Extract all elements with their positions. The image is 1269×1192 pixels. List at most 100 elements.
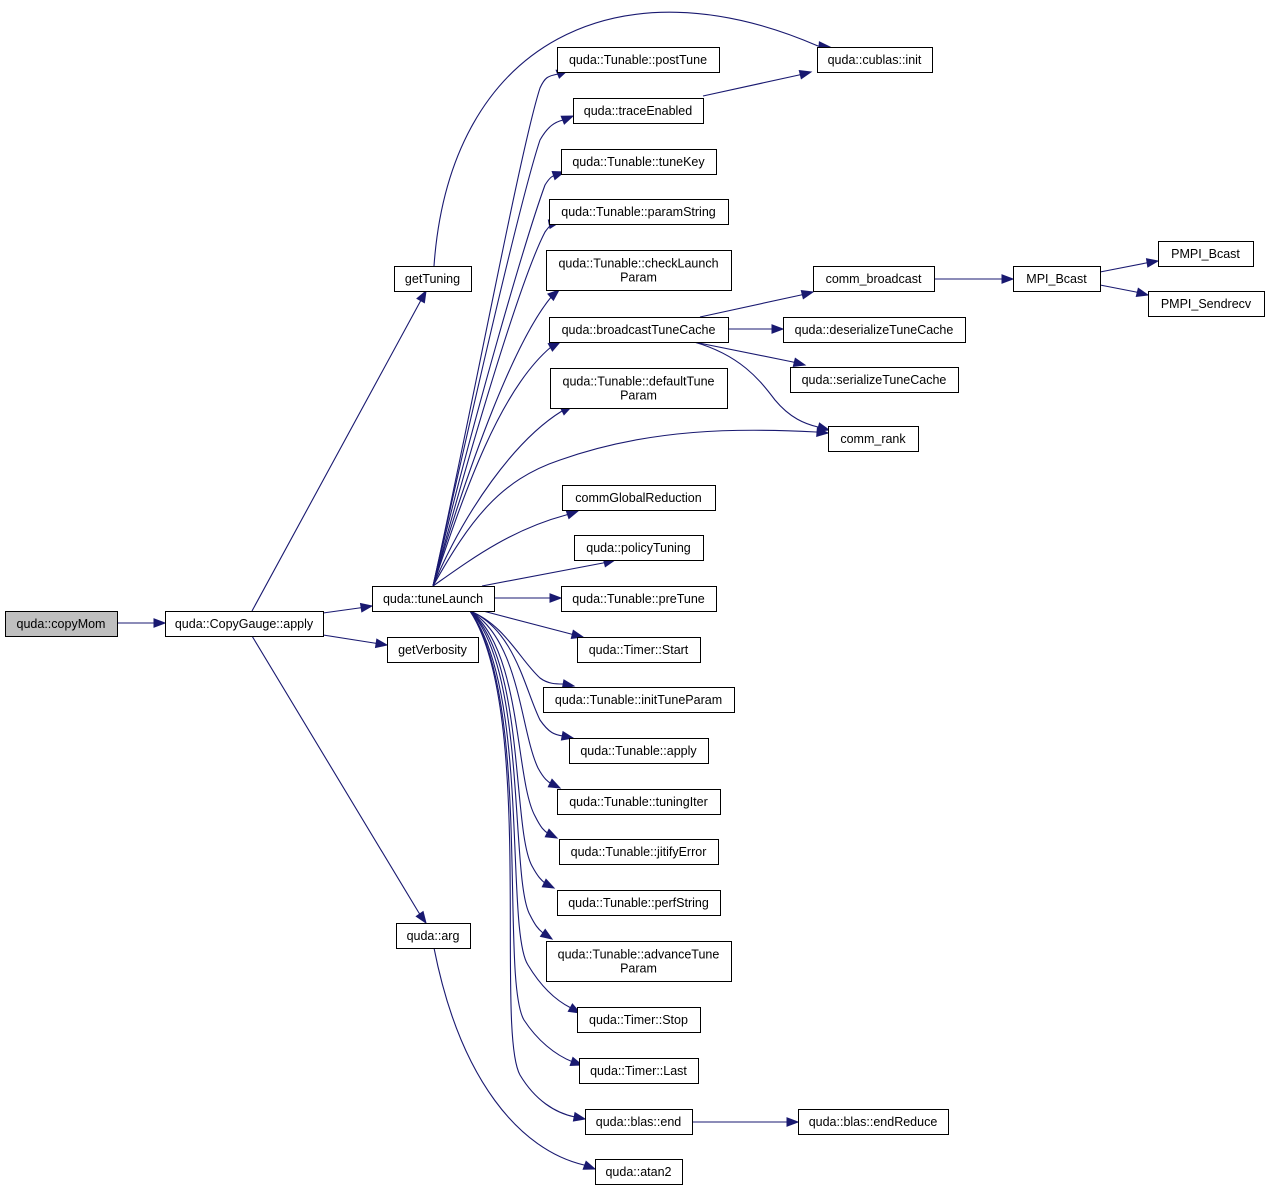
edge-tuneLaunch-to-timerLast <box>469 610 584 1067</box>
node-tunableApply[interactable]: quda::Tunable::apply <box>569 738 709 764</box>
edge-tuneLaunch-to-traceEnabled <box>432 115 575 587</box>
node-broadcastTuneCache[interactable]: quda::broadcastTuneCache <box>549 317 729 343</box>
node-mpiBcast[interactable]: MPI_Bcast <box>1013 266 1101 292</box>
node-cublasInit[interactable]: quda::cublas::init <box>817 47 933 73</box>
node-box <box>396 923 471 949</box>
node-serializeTuneCache[interactable]: quda::serializeTuneCache <box>790 367 959 393</box>
edge-broadcastTuneCache-to-serializeTuneCache <box>693 341 807 367</box>
node-endReduce[interactable]: quda::blas::endReduce <box>798 1109 949 1135</box>
node-commGlobalReduction[interactable]: commGlobalReduction <box>562 485 716 511</box>
node-pmpiSendrecv[interactable]: PMPI_Sendrecv <box>1148 291 1265 317</box>
edge-tuneLaunch-to-defaultTuneParam <box>432 405 574 587</box>
node-box <box>1148 291 1265 317</box>
node-getVerbosity[interactable]: getVerbosity <box>387 637 479 663</box>
node-box <box>595 1159 683 1185</box>
node-box <box>557 47 720 73</box>
node-label: quda::Timer::Last <box>590 1064 687 1078</box>
node-label: Param <box>620 389 657 403</box>
node-tuneKey[interactable]: quda::Tunable::tuneKey <box>561 149 717 175</box>
node-box <box>543 687 735 713</box>
node-box <box>573 98 704 124</box>
node-label: quda::Tunable::defaultTune <box>563 375 715 389</box>
edge-commBroadcast-to-mpiBcast <box>934 274 1015 284</box>
node-preTune[interactable]: quda::Tunable::preTune <box>561 586 717 612</box>
node-initTuneParam[interactable]: quda::Tunable::initTuneParam <box>543 687 735 713</box>
node-postTune[interactable]: quda::Tunable::postTune <box>557 47 720 73</box>
node-label: getTuning <box>405 272 460 286</box>
node-commBroadcast[interactable]: comm_broadcast <box>813 266 935 292</box>
node-paramString[interactable]: quda::Tunable::paramString <box>549 199 729 225</box>
edge-tuneLaunch-to-jitifyError <box>469 610 559 839</box>
node-label: Param <box>620 962 657 976</box>
node-label: quda::Tunable::perfString <box>568 896 709 910</box>
node-atan2[interactable]: quda::atan2 <box>595 1159 683 1185</box>
node-pmpiBcast[interactable]: PMPI_Bcast <box>1158 241 1254 267</box>
node-label: quda::Tunable::jitifyError <box>571 845 707 859</box>
node-label: comm_rank <box>840 432 906 446</box>
node-traceEnabled[interactable]: quda::traceEnabled <box>573 98 704 124</box>
node-label: quda::Tunable::paramString <box>561 205 716 219</box>
node-timerStop[interactable]: quda::Timer::Stop <box>577 1007 701 1033</box>
node-box <box>1158 241 1254 267</box>
edge-tuneLaunch-to-blasEnd <box>469 610 587 1122</box>
node-tuneLaunch[interactable]: quda::tuneLaunch <box>372 586 495 612</box>
node-label: getVerbosity <box>398 643 468 657</box>
node-label: quda::tuneLaunch <box>383 592 483 606</box>
node-box <box>546 250 732 291</box>
node-label: quda::arg <box>407 929 460 943</box>
node-copyGaugeApply[interactable]: quda::CopyGauge::apply <box>165 611 324 637</box>
edge-copyGaugeApply-to-getVerbosity <box>322 634 389 649</box>
node-commRank[interactable]: comm_rank <box>828 426 919 452</box>
node-timerStart[interactable]: quda::Timer::Start <box>577 637 701 663</box>
node-box <box>1013 266 1101 292</box>
edge-tuneLaunch-to-tuningIter <box>469 610 562 789</box>
node-label: quda::policyTuning <box>586 541 691 555</box>
node-arg[interactable]: quda::arg <box>396 923 471 949</box>
edge-tuneLaunch-to-preTune <box>494 593 563 603</box>
node-box <box>813 266 935 292</box>
node-copyMom[interactable]: quda::copyMom <box>5 611 118 637</box>
node-box <box>165 611 324 637</box>
node-box <box>557 890 721 916</box>
node-box <box>372 586 495 612</box>
edge-broadcastTuneCache-to-commRank <box>693 341 831 432</box>
node-blasEnd[interactable]: quda::blas::end <box>585 1109 693 1135</box>
node-label: quda::traceEnabled <box>584 104 692 118</box>
node-box <box>394 266 472 292</box>
edge-arg-to-atan2 <box>433 947 597 1170</box>
node-policyTuning[interactable]: quda::policyTuning <box>574 535 704 561</box>
node-deserializeTuneCache[interactable]: quda::deserializeTuneCache <box>783 317 966 343</box>
node-box <box>585 1109 693 1135</box>
node-label: quda::deserializeTuneCache <box>795 323 954 337</box>
node-box <box>561 149 717 175</box>
edge-copyGaugeApply-to-getTuning <box>251 289 427 612</box>
node-label: quda::blas::endReduce <box>809 1115 938 1129</box>
node-label: quda::Tunable::advanceTune <box>558 948 720 962</box>
node-timerLast[interactable]: quda::Timer::Last <box>579 1058 699 1084</box>
node-box <box>783 317 966 343</box>
edge-tuneLaunch-to-checkLaunchParam <box>432 289 561 587</box>
node-perfString[interactable]: quda::Tunable::perfString <box>557 890 721 916</box>
edge-tuneLaunch-to-perfString <box>469 610 556 889</box>
edge-tuneLaunch-to-tunableApply <box>469 610 575 741</box>
node-box <box>574 535 704 561</box>
edge-blasEnd-to-endReduce <box>692 1117 800 1127</box>
node-tuningIter[interactable]: quda::Tunable::tuningIter <box>557 789 721 815</box>
edge-traceEnabled-to-cublasInit <box>702 70 813 97</box>
edge-copyMom-to-copyGaugeApply <box>117 618 167 628</box>
node-getTuning[interactable]: getTuning <box>394 266 472 292</box>
call-nodes: quda::copyMom quda::CopyGauge::apply getTu… <box>5 47 1265 1185</box>
node-box <box>546 941 732 982</box>
node-jitifyError[interactable]: quda::Tunable::jitifyError <box>559 839 719 865</box>
edge-mpiBcast-to-pmpiBcast <box>1099 258 1160 273</box>
node-label: quda::Tunable::apply <box>580 744 697 758</box>
node-box <box>579 1058 699 1084</box>
node-label: PMPI_Bcast <box>1171 247 1240 261</box>
edge-tuneLaunch-to-initTuneParam <box>469 610 576 689</box>
node-label: commGlobalReduction <box>575 491 701 505</box>
edge-tuneLaunch-to-policyTuning <box>481 558 617 587</box>
